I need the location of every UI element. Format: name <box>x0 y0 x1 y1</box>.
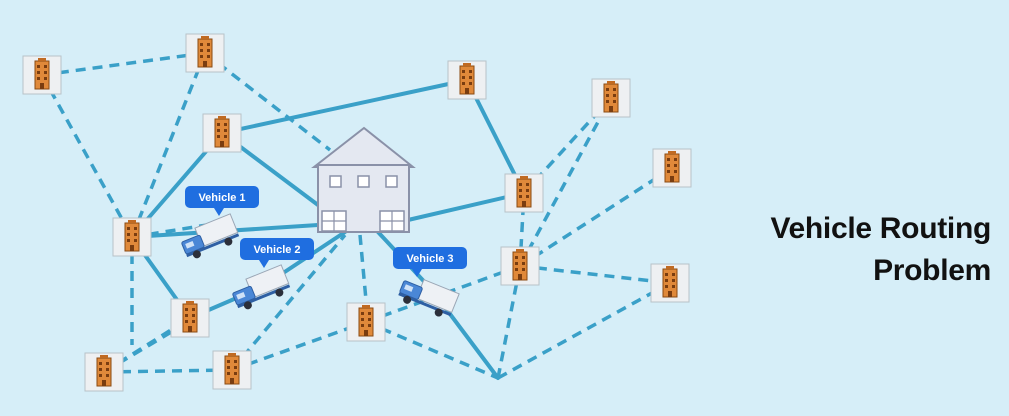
vehicle-1: Vehicle 1 <box>177 186 259 263</box>
truck-icon <box>177 213 242 263</box>
customer-node <box>212 350 252 390</box>
customer-node <box>185 33 225 73</box>
truck-icon <box>228 264 293 314</box>
customer-node <box>84 352 124 392</box>
customer-node <box>112 217 152 257</box>
svg-text:Vehicle 3: Vehicle 3 <box>406 253 453 265</box>
customer-node <box>22 55 62 95</box>
vehicle-3: Vehicle 3 <box>393 247 467 322</box>
depot <box>311 126 416 233</box>
customer-node <box>591 78 631 118</box>
svg-text:Vehicle 2: Vehicle 2 <box>253 244 300 256</box>
customer-node <box>202 113 242 153</box>
customer-node <box>447 60 487 100</box>
customer-node <box>346 302 386 342</box>
title-line-2: Problem <box>873 254 991 287</box>
customer-node <box>652 148 692 188</box>
customer-node <box>650 263 690 303</box>
vehicle-2: Vehicle 2 <box>228 238 314 314</box>
title-line-1: Vehicle Routing <box>770 212 991 245</box>
customer-node <box>504 173 544 213</box>
customer-node <box>500 246 540 286</box>
truck-icon <box>395 272 460 322</box>
customer-node <box>170 298 210 338</box>
vehicle-3-label: Vehicle 3 <box>393 247 467 277</box>
svg-text:Vehicle 1: Vehicle 1 <box>198 192 245 204</box>
vehicle-1-label: Vehicle 1 <box>185 186 259 216</box>
vehicle-2-label: Vehicle 2 <box>240 238 314 268</box>
diagram-title: Vehicle Routing Problem <box>770 208 991 292</box>
